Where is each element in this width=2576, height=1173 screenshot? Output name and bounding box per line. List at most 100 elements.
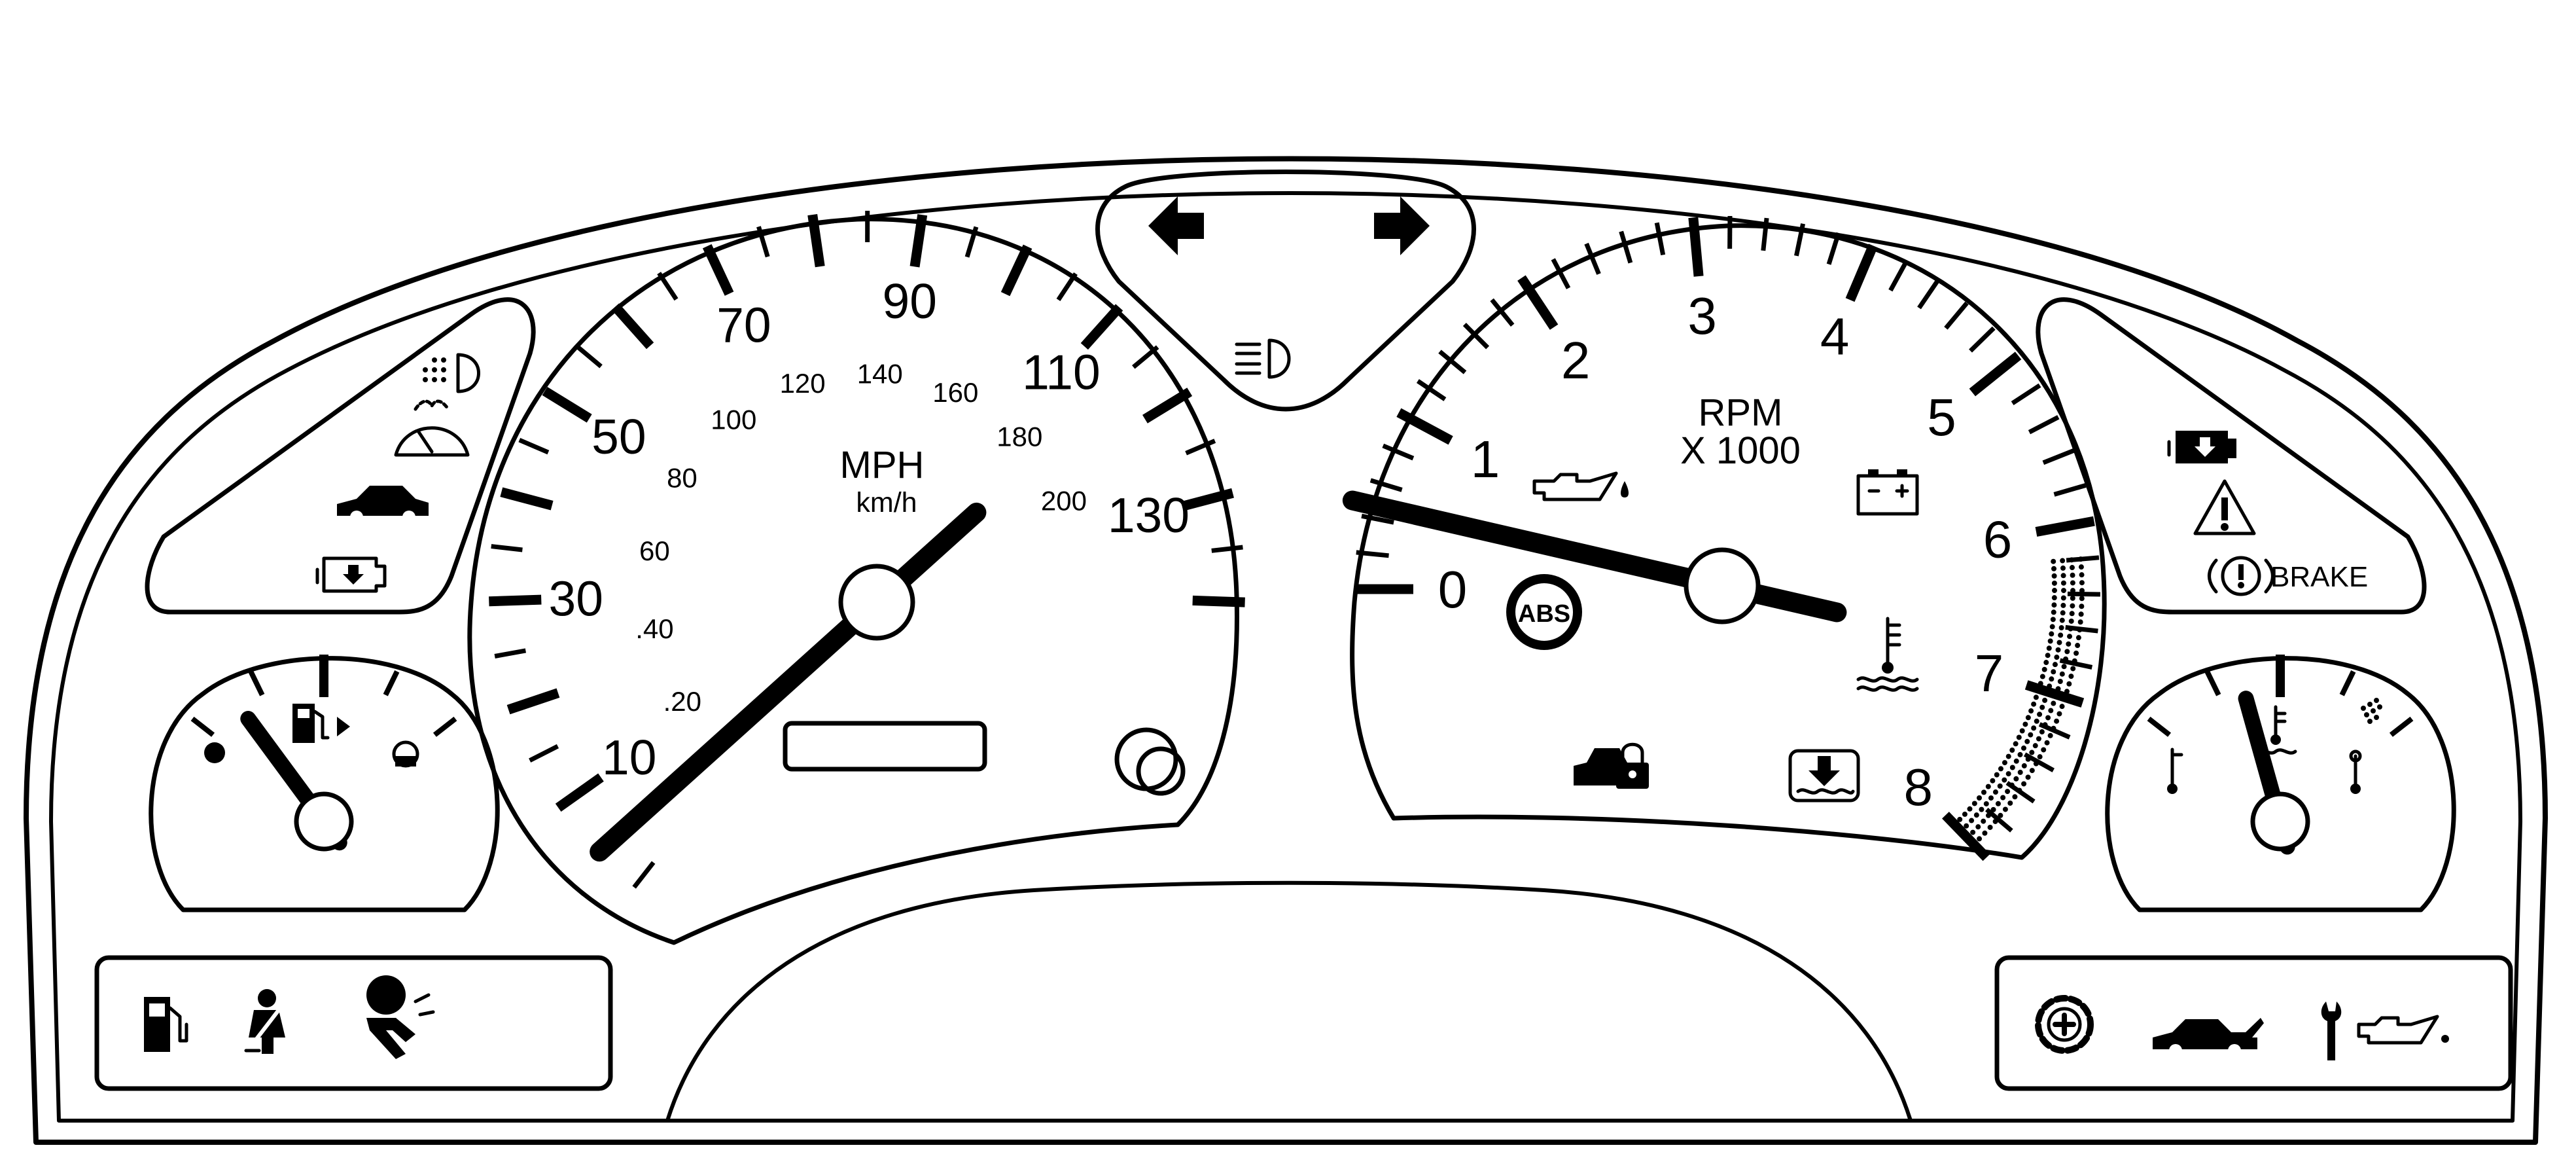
- tachometer-redline-dot: [2044, 691, 2050, 696]
- tachometer-redline-dot: [2051, 595, 2057, 601]
- trip-reset-knob[interactable]: [1114, 727, 1186, 796]
- tachometer-redline-dot: [2078, 564, 2084, 570]
- tachometer-tick: [2053, 483, 2087, 497]
- tachometer-redline-dot: [2059, 671, 2065, 677]
- tachometer-redline-dot: [2060, 573, 2066, 579]
- tachometer-redline-dot: [2033, 695, 2039, 700]
- tachometer-redline-dot: [2055, 686, 2061, 692]
- speedometer-tick: [756, 226, 770, 258]
- tachometer-redline-dot: [2060, 565, 2066, 571]
- tachometer-redline-dot: [1998, 766, 2003, 772]
- tachometer-redline-dot: [1977, 795, 1983, 801]
- tachometer-redline-dot: [1995, 801, 2001, 806]
- temp-hot-icon: [2349, 749, 2362, 794]
- tachometer-redline-dot: [1992, 789, 1998, 795]
- tachometer-redline-dot: [2002, 806, 2008, 812]
- tachometer-redline-dot: [2045, 715, 2051, 721]
- tachometer-redline-dot: [2013, 758, 2019, 764]
- coolant-temp-icon: [1856, 617, 1919, 692]
- speedometer-tick: [807, 213, 825, 268]
- tachometer-tick: [1584, 242, 1601, 275]
- speedometer-tick: [657, 272, 679, 301]
- tachometer-hub: [1684, 547, 1761, 624]
- tachometer-redline-dot: [2005, 753, 2011, 759]
- tachometer-redline-dot: [2013, 776, 2019, 782]
- tachometer-redline-dot: [2069, 557, 2075, 563]
- tachometer-redline-dot: [2059, 617, 2065, 623]
- tachometer-redline-dot: [1987, 824, 1993, 830]
- tachometer-redline-dot: [2049, 631, 2055, 637]
- tachometer-label: 6: [1983, 510, 2013, 568]
- speedometer-tick: [1180, 488, 1234, 511]
- tachometer-redline-dot: [2068, 674, 2074, 679]
- tachometer-redline-dot: [2072, 658, 2077, 664]
- tachometer-redline-dot: [2073, 650, 2079, 656]
- tachometer-redline-dot: [1957, 816, 1963, 822]
- tachometer-tick: [1490, 298, 1515, 327]
- tachometer-unit-rpm: RPM: [1699, 391, 1783, 434]
- front-fog-light-icon: [423, 353, 480, 393]
- speedometer-mph-label: 10: [602, 730, 656, 785]
- tachometer-redline-dot: [2047, 683, 2053, 689]
- tachometer-redline-dot: [1971, 841, 1977, 847]
- tachometer-redline-dot: [2046, 645, 2052, 651]
- tachometer-tick: [2035, 516, 2095, 537]
- tachometer-redline-dot: [2020, 745, 2026, 751]
- tachometer-redline-dot: [2051, 669, 2056, 675]
- tachometer-redline-dot: [1964, 835, 1970, 840]
- tachometer-redline-dot: [2024, 738, 2030, 744]
- temp-gauge-tick: [2389, 716, 2414, 737]
- tachometer-label: 8: [1904, 758, 1933, 816]
- tachometer-redline-dot: [2049, 624, 2055, 630]
- tachometer-redline-dot: [1977, 836, 1983, 842]
- tachometer-redline-dot: [2009, 782, 2015, 788]
- temp-gauge-tick: [2147, 716, 2172, 737]
- tachometer-redline-dot: [2039, 704, 2045, 710]
- speedometer-unit-mph: MPH: [840, 444, 925, 486]
- tachometer-tick: [1462, 323, 1490, 350]
- bottom-left-indicator-panel: [94, 955, 613, 1091]
- tachometer-tick: [1517, 275, 1559, 330]
- tachometer-tick: [1761, 217, 1769, 251]
- tachometer-redline-dot: [1967, 806, 1973, 812]
- tachometer-tick: [1794, 223, 1806, 257]
- tachometer-redline-dot: [1964, 823, 1969, 829]
- tachometer-redline-dot: [2025, 715, 2031, 721]
- tachometer-tick: [1985, 808, 2013, 833]
- tachometer-redline-dot: [2050, 617, 2056, 623]
- tachometer-redline-dot: [2022, 721, 2028, 727]
- left-indicator-pod: [145, 297, 536, 615]
- tachometer-redline-dot: [2079, 588, 2085, 594]
- tachometer-redline-dot: [1986, 812, 1991, 818]
- tachometer-redline-dot: [1988, 795, 1994, 801]
- tachometer-redline-dot: [2017, 787, 2022, 793]
- speedometer-tick: [542, 386, 592, 423]
- tachometer-redline-dot: [2007, 800, 2013, 806]
- tachometer-redline-dot: [2041, 666, 2047, 672]
- tachometer-redline-dot: [2039, 729, 2045, 735]
- brake-label: BRAKE: [2270, 561, 2368, 593]
- tachometer-redline-dot: [2068, 626, 2073, 632]
- tachometer-redline-dot: [2060, 602, 2066, 608]
- tachometer-redline-dot: [1985, 784, 1991, 789]
- temp-gauge-hub: [2250, 791, 2310, 852]
- tachometer-tick: [1369, 478, 1403, 492]
- tachometer-redline-dot: [2070, 588, 2075, 594]
- abs-label: ABS: [1518, 600, 1570, 628]
- tachometer-redline-dot: [1962, 811, 1967, 817]
- tachometer-redline-dot: [2078, 611, 2084, 617]
- tachometer-redline-dot: [2078, 556, 2084, 562]
- tachometer-redline-dot: [2043, 660, 2049, 666]
- speedometer-tick: [1185, 439, 1216, 456]
- tachometer-redline-dot: [2051, 609, 2056, 615]
- speedometer-face: [467, 217, 1239, 945]
- speedometer-kmh-label: 80: [667, 463, 697, 494]
- tachometer-redline-dot: [2000, 795, 2006, 801]
- turn-right-arrow-icon: [1374, 196, 1430, 255]
- tachometer-redline-dot: [2051, 725, 2056, 731]
- tachometer-redline-dot: [2057, 679, 2063, 685]
- tachometer-tick: [1551, 258, 1571, 289]
- tachometer-redline-dot: [2067, 634, 2073, 640]
- speedometer-tick: [575, 344, 603, 369]
